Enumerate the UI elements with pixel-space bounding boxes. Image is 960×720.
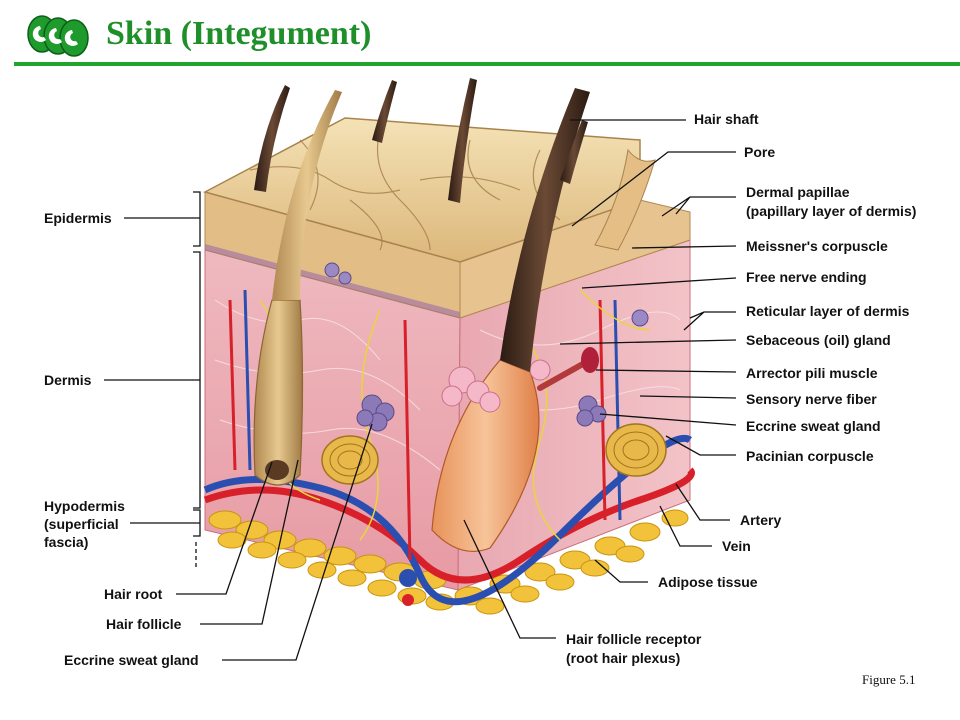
hair-follicle-right <box>431 359 540 552</box>
sweat-gland-right <box>576 395 607 427</box>
label-adipose-tissue: Adipose tissue <box>658 574 758 590</box>
label-hair-follicle-receptor-1: Hair follicle receptor <box>566 631 702 647</box>
label-dermal-papillae-1: Dermal papillae <box>746 184 850 200</box>
pore-duct <box>594 148 656 251</box>
label-artery: Artery <box>740 512 781 528</box>
label-arrector-pili: Arrector pili muscle <box>746 365 878 381</box>
label-dermis: Dermis <box>44 372 92 388</box>
sweat-gland-front <box>356 394 395 432</box>
label-hypodermis-3: fascia) <box>44 534 88 550</box>
label-sensory-nerve-fiber: Sensory nerve fiber <box>746 391 877 407</box>
label-eccrine-sweat-gland-right: Eccrine sweat gland <box>746 418 881 434</box>
label-meissners-corpuscle: Meissner's corpuscle <box>746 238 888 254</box>
label-hair-follicle-receptor-2: (root hair plexus) <box>566 650 680 666</box>
label-pacinian-corpuscle: Pacinian corpuscle <box>746 448 874 464</box>
label-vein: Vein <box>722 538 751 554</box>
label-hypodermis-1: Hypodermis <box>44 498 125 514</box>
artery-vessel <box>203 467 695 584</box>
label-dermal-papillae-2: (papillary layer of dermis) <box>746 203 916 219</box>
title-divider <box>14 62 960 66</box>
label-reticular-layer: Reticular layer of dermis <box>746 303 910 319</box>
label-hair-follicle: Hair follicle <box>106 616 182 632</box>
hair-follicle-left <box>253 299 304 486</box>
label-hypodermis-2: (superficial <box>44 516 119 532</box>
label-free-nerve-ending: Free nerve ending <box>746 269 867 285</box>
figure-caption: Figure 5.1 <box>862 672 916 687</box>
label-pore: Pore <box>744 144 775 160</box>
page-title: Skin (Integument) <box>106 15 372 52</box>
sebaceous-gland <box>441 359 551 413</box>
ccc-logo-icon <box>27 15 89 57</box>
label-hair-shaft: Hair shaft <box>694 111 759 127</box>
pacinian-corpuscle-right <box>605 423 667 477</box>
label-sebaceous-gland: Sebaceous (oil) gland <box>746 332 891 348</box>
pacinian-corpuscle-front <box>321 435 379 485</box>
label-hair-root: Hair root <box>104 586 163 602</box>
label-eccrine-sweat-gland-left: Eccrine sweat gland <box>64 652 199 668</box>
label-epidermis: Epidermis <box>44 210 112 226</box>
